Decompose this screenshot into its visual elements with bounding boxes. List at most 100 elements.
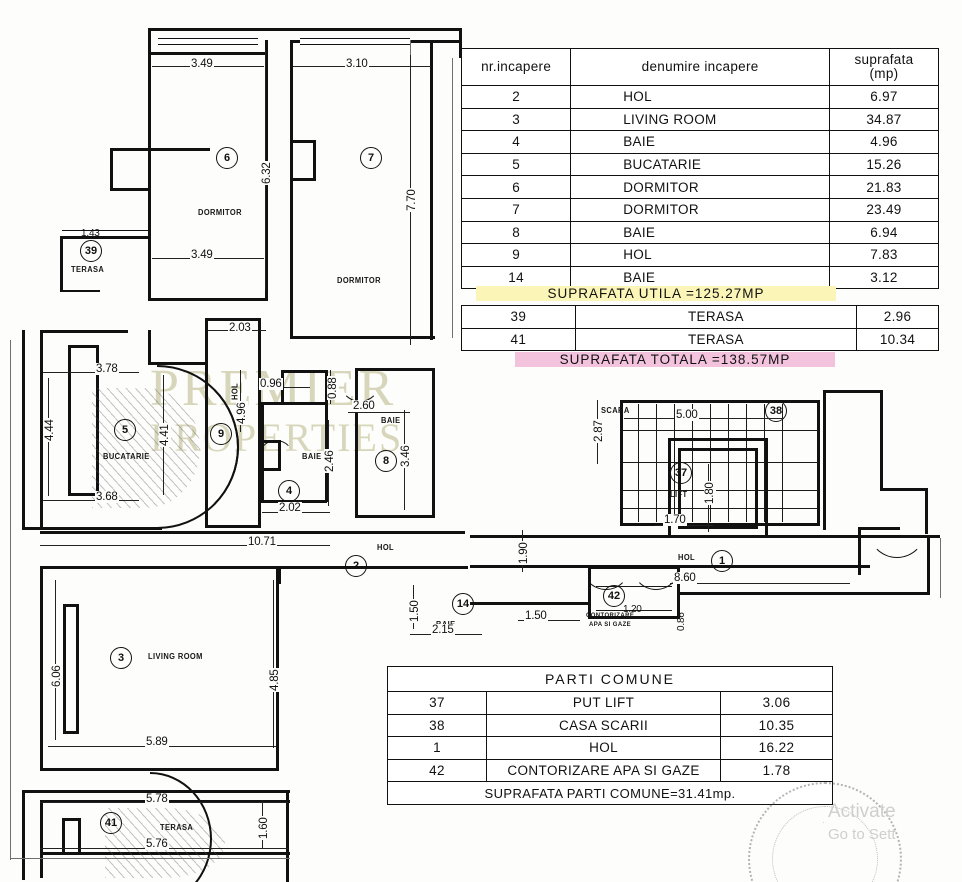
dimension-1-43: 1.43 [81,228,100,239]
room-number-7: 7 [360,147,382,169]
dimension-1-20: 1.20 [623,604,642,615]
dimension-5-78: 5.78 [145,793,169,805]
room-label-baie-4: BAIE [302,451,322,462]
cell-area: 7.83 [828,243,940,267]
cell-area: 34.87 [828,107,940,132]
cell-name: LIVING ROOM [570,107,830,132]
room-number-42: 42 [603,585,625,607]
room-label-terasa-39: TERASA [71,264,105,275]
cell-nr: 9 [460,243,572,267]
room-label-living-3: LIVING ROOM [148,651,203,662]
dimension-2-60: 2.60 [352,400,376,412]
cell-area: 15.26 [828,152,940,177]
dimension-2-46: 2.46 [324,449,336,473]
cell-name: DORMITOR [570,197,830,222]
cell-name: HOL [570,85,830,109]
dimension-4-96: 4.96 [236,401,248,425]
cell-nr: 39 [461,305,576,329]
dimension-3-68: 3.68 [95,491,119,503]
room-number-37: 37 [670,462,692,484]
dimension-4-85: 4.85 [269,668,281,692]
dimension-1-70: 1.70 [663,514,687,526]
room-label-lift-37: LIFT [670,489,688,500]
dimension-4-41: 4.41 [159,423,171,447]
official-stamp-inner [748,782,898,882]
room-number-9: 9 [210,423,232,445]
room-label-dormitor-7: DORMITOR [337,275,381,286]
cell-area: 23.49 [828,197,940,222]
parti-comune-footer: SUPRAFATA PARTI COMUNE=31.41mp. [387,781,833,805]
header-nr-incapere: nr.incapere [460,48,572,86]
dimension-3-49-top: 3.49 [190,58,214,70]
dimension-2-03: 2.03 [228,322,252,334]
dimension-2-02: 2.02 [278,502,302,514]
cell-area: 1.78 [720,758,833,782]
room-label-dormitor-6: DORMITOR [198,207,242,218]
dimension-1-80: 1.80 [704,481,716,505]
room-label-scara-38: SCARA [601,405,630,416]
cell-nr: 38 [386,713,488,737]
room-number-3: 3 [110,647,132,669]
plan-drawing-right [470,380,962,680]
dimension-1-50-left: 1.50 [409,599,421,623]
dimension-0-86: 0.86 [676,612,687,631]
cell-name: TERASA [574,305,858,329]
cell-nr: 1 [386,736,488,760]
dimension-6-06: 6.06 [51,664,63,688]
dimension-1-90: 1.90 [518,541,530,565]
cell-name: TERASA [574,327,858,352]
cell-nr: 5 [460,152,572,177]
parti-comune-title-row: PARTI COMUNE [387,666,833,692]
cell-area: 16.22 [720,736,833,760]
banner-suprafata-utila: SUPRAFATA UTILA =125.27MP [476,286,836,301]
room-label-contorizare-42-line1: CONTORIZARE [586,612,635,620]
room-number-1: 1 [711,550,733,572]
cell-area: 6.97 [828,85,940,109]
dimension-6-32: 6.32 [261,161,273,185]
dimension-8-60: 8.60 [673,572,697,584]
cell-nr: 2 [460,85,572,109]
room-label-baie-8: BAIE [381,415,401,426]
cell-name: DORMITOR [570,175,830,199]
dimension-4-44: 4.44 [44,418,56,442]
header-suprafata-line1: suprafata [854,51,914,67]
header-suprafata-line2: (mp) [869,66,899,81]
room-number-6: 6 [216,147,238,169]
cell-nr: 8 [460,220,572,245]
dimension-5-89: 5.89 [145,736,169,748]
room-number-2: 2 [345,555,367,577]
cell-area: 21.83 [828,175,940,199]
rooms-table: nr.incapere denumire incapere suprafata … [460,48,940,290]
cell-name: HOL [570,243,830,267]
dimension-10-71: 10.71 [247,536,277,548]
dimension-2-15: 2.15 [431,624,455,636]
plan-drawing [0,0,470,882]
cell-area: 3.12 [828,265,940,290]
parti-comune-title: PARTI COMUNE [387,666,833,692]
room-label-terasa-41: TERASA [160,822,194,833]
room-number-8: 8 [375,450,397,472]
cell-nr: 41 [461,327,576,352]
cell-name: BAIE [570,220,830,245]
cell-nr: 7 [460,197,572,222]
dimension-2-87: 2.87 [593,419,605,443]
dimension-3-10: 3.10 [345,58,369,70]
cell-name: BAIE [570,130,830,154]
cell-area: 10.34 [856,327,939,352]
room-label-contorizare-42-line2: APA SI GAZE [589,621,632,629]
room-label-hol-1: HOL [678,552,696,563]
header-suprafata: suprafata (mp) [828,48,940,86]
dimension-5-76: 5.76 [145,838,169,850]
room-label-hol-9: HOL [230,382,240,400]
